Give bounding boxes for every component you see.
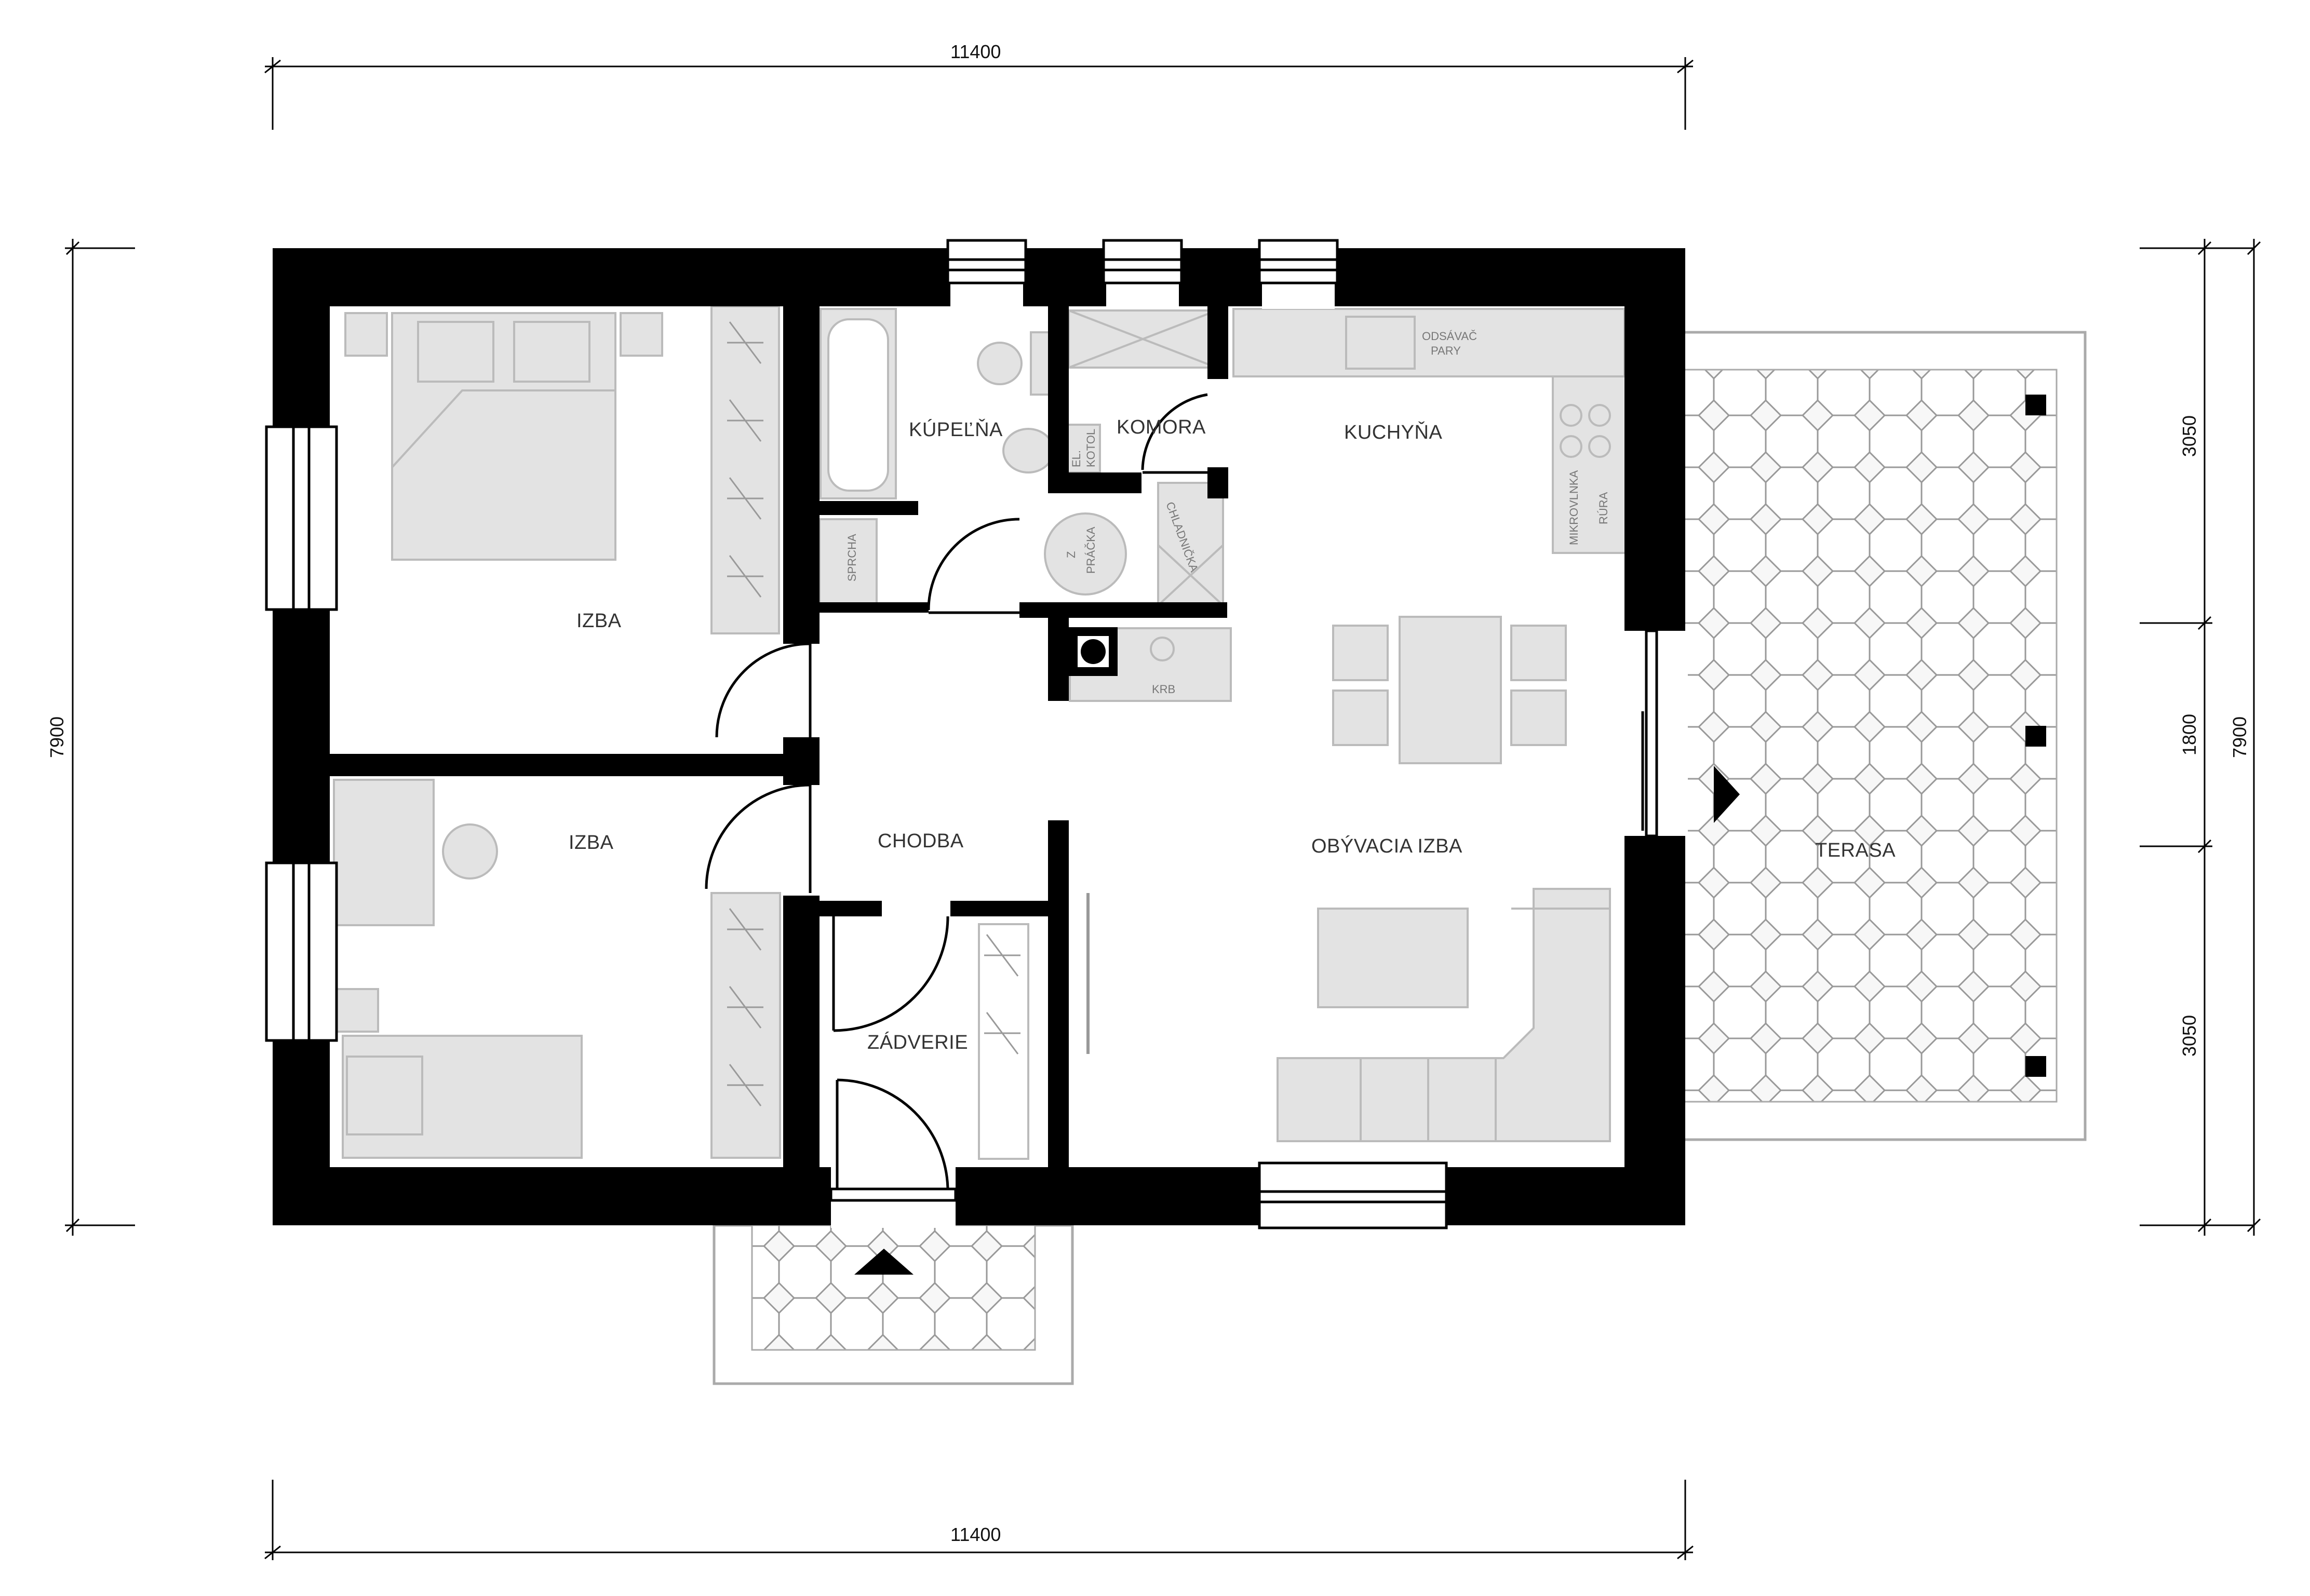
label-washer: PRÁČKA <box>1084 526 1097 574</box>
hob-burner <box>1588 404 1611 427</box>
entrance-porch <box>713 1224 1074 1385</box>
furniture <box>333 305 1627 1159</box>
chair <box>442 823 498 880</box>
kitchen-sink <box>1345 316 1416 370</box>
nightstand <box>620 312 663 357</box>
hob-burner <box>1560 404 1582 427</box>
label-shower: SPRCHA <box>845 534 858 581</box>
toilet <box>977 342 1023 385</box>
nightstand <box>344 312 388 357</box>
wardrobe <box>710 305 780 634</box>
room-label-pantry: KOMORA <box>1117 416 1206 438</box>
dim-right-top: 3050 <box>2179 415 2200 457</box>
window-west-lower <box>265 861 338 1042</box>
terrace: TERASA <box>1681 331 2087 1141</box>
pillow <box>513 321 590 383</box>
wardrobe-hangers <box>727 321 1020 1106</box>
kitchen-counter <box>1552 375 1627 554</box>
dining-chair <box>1332 625 1389 681</box>
chimney <box>1069 627 1118 676</box>
label-oven: RÚRA <box>1597 492 1610 524</box>
label-washer-letter: Z <box>1065 551 1078 558</box>
pillow <box>346 1056 423 1135</box>
window-south-living <box>1258 1161 1448 1229</box>
shower <box>818 518 878 608</box>
room-label-bathroom: KÚPEĽŇA <box>909 418 1003 441</box>
dim-left-height: 7900 <box>46 716 68 758</box>
room-label-hallway: CHODBA <box>878 830 964 852</box>
kitchen-counter <box>1232 308 1626 377</box>
room-label-living-room: OBÝVACIA IZBA <box>1311 835 1462 857</box>
room-label-kitchen: KUCHYŇA <box>1344 421 1442 443</box>
window-west-upper <box>265 425 338 611</box>
terrace-label: TERASA <box>1815 840 1896 861</box>
window-north-kitchen <box>1258 239 1339 285</box>
room-label-bedroom-1: IZBA <box>576 610 622 632</box>
window-north-pantry <box>1102 239 1183 285</box>
dining-chair <box>1510 689 1567 746</box>
dining-chair <box>1332 689 1389 746</box>
pillow <box>417 321 494 383</box>
dining-chair <box>1510 625 1567 681</box>
washing-machine <box>1044 512 1127 596</box>
terrace-door <box>1645 629 1658 837</box>
wardrobe <box>978 923 1029 1160</box>
dining-table <box>1399 616 1502 764</box>
doors <box>705 393 1644 1189</box>
wardrobe <box>710 892 781 1159</box>
dimension-lines <box>65 57 2261 1560</box>
dim-bottom-width: 11400 <box>950 1524 1001 1545</box>
label-boiler-1: EL. <box>1070 450 1083 467</box>
dim-right-bottom: 3050 <box>2179 1015 2200 1057</box>
sink <box>1002 428 1054 474</box>
windows <box>265 239 1658 1229</box>
entrance-arrow-south <box>854 1249 914 1275</box>
coffee-table <box>1317 908 1469 1008</box>
window-north-bath <box>946 239 1027 285</box>
entrance-arrow-east <box>1714 766 1740 823</box>
side-table <box>333 988 379 1033</box>
hob-burner <box>1588 435 1611 458</box>
hob-burner <box>1560 435 1582 458</box>
room-label-vestibule: ZÁDVERIE <box>867 1031 968 1053</box>
label-microwave: MIKROVLNKA <box>1567 470 1580 545</box>
dim-right-mid: 1800 <box>2179 714 2200 755</box>
dim-right-total: 7900 <box>2229 716 2250 758</box>
desk <box>333 779 435 926</box>
dim-top-width: 11400 <box>950 41 1001 62</box>
label-hood-2: PARY <box>1431 344 1461 357</box>
label-boiler-2: KOTOL <box>1084 429 1097 467</box>
label-hood-1: ODSÁVAČ <box>1422 330 1477 343</box>
entry-door-frame <box>829 1187 957 1202</box>
label-fireplace: KRB <box>1152 683 1175 696</box>
room-label-bedroom-2: IZBA <box>569 832 614 854</box>
